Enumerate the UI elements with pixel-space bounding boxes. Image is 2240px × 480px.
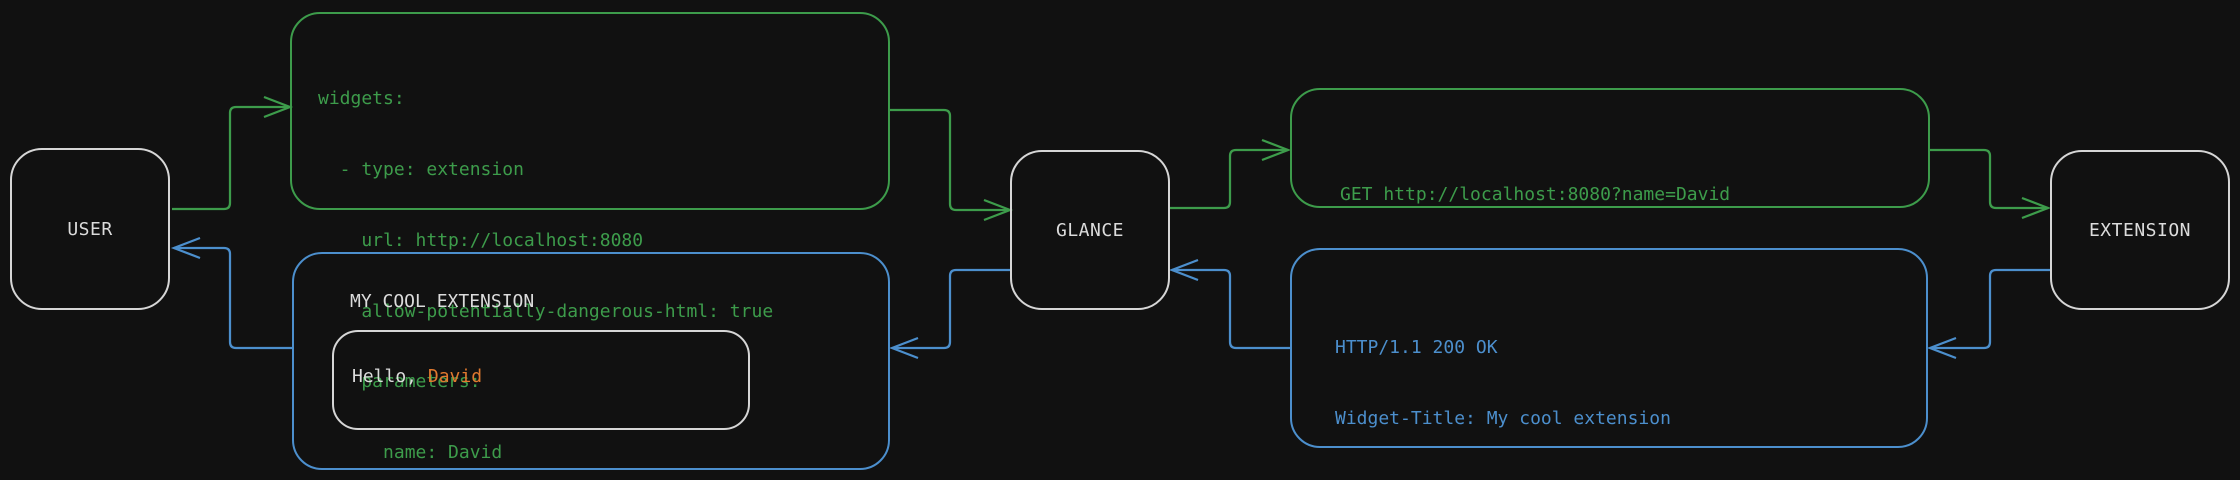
- edge-config-to-glance-line: [890, 108, 1008, 212]
- greeting-prefix: Hello,: [352, 366, 428, 387]
- edge-widget-to-user-arrowhead: [170, 236, 201, 260]
- edge-user-to-config-line: [172, 105, 288, 211]
- yaml-config-code: widgets: - type: extension url: http://l…: [318, 40, 773, 480]
- node-user: USER: [10, 148, 170, 310]
- http-response-line: Widget-Content-Type: html: [1335, 478, 1844, 480]
- widget-greeting-box: [332, 330, 750, 430]
- yaml-line: widgets:: [318, 88, 405, 110]
- edge-glance-to-request-arrowhead: [1261, 138, 1292, 162]
- node-glance-label: GLANCE: [1055, 219, 1125, 241]
- widget-preview-title: MY COOL EXTENSION: [350, 291, 535, 312]
- edge-extension-to-response-arrowhead: [1926, 336, 1957, 360]
- edge-glance-to-widget-line: [894, 268, 1010, 350]
- yaml-config-box: [290, 12, 890, 210]
- yaml-line: allow-potentially-dangerous-html: true: [318, 300, 774, 322]
- widget-greeting-text: Hello, David: [352, 365, 482, 389]
- http-request-line: GET http://localhost:8080?name=David: [1340, 184, 1731, 206]
- node-extension-label: EXTENSION: [2088, 219, 2192, 241]
- yaml-line: - type: extension: [318, 158, 524, 180]
- http-response-box: [1290, 248, 1928, 448]
- edge-glance-to-request-line: [1170, 148, 1288, 210]
- edge-widget-to-user-line: [174, 246, 292, 350]
- http-response-code: HTTP/1.1 200 OK Widget-Title: My cool ex…: [1335, 289, 1844, 480]
- edge-glance-to-widget-arrowhead: [888, 336, 919, 360]
- http-response-line: Widget-Title: My cool extension: [1335, 407, 1671, 429]
- yaml-line: name: David: [318, 442, 503, 464]
- edge-response-to-glance-arrowhead: [1168, 258, 1199, 282]
- yaml-line: parameters:: [318, 371, 481, 393]
- http-request-box: [1290, 88, 1930, 208]
- yaml-line: url: http://localhost:8080: [318, 229, 644, 251]
- node-user-label: USER: [67, 218, 113, 240]
- edge-extension-to-response-line: [1932, 268, 2050, 350]
- node-glance: GLANCE: [1010, 150, 1170, 310]
- edge-request-to-extension-arrowhead: [2021, 196, 2052, 220]
- http-request-code: GET http://localhost:8080?name=David: [1340, 136, 1730, 254]
- edge-request-to-extension-line: [1930, 148, 2048, 210]
- greeting-name: David: [427, 366, 483, 387]
- http-response-line: HTTP/1.1 200 OK: [1335, 337, 1498, 359]
- edge-response-to-glance-line: [1172, 268, 1290, 350]
- node-extension: EXTENSION: [2050, 150, 2230, 310]
- widget-preview-box: [292, 252, 890, 470]
